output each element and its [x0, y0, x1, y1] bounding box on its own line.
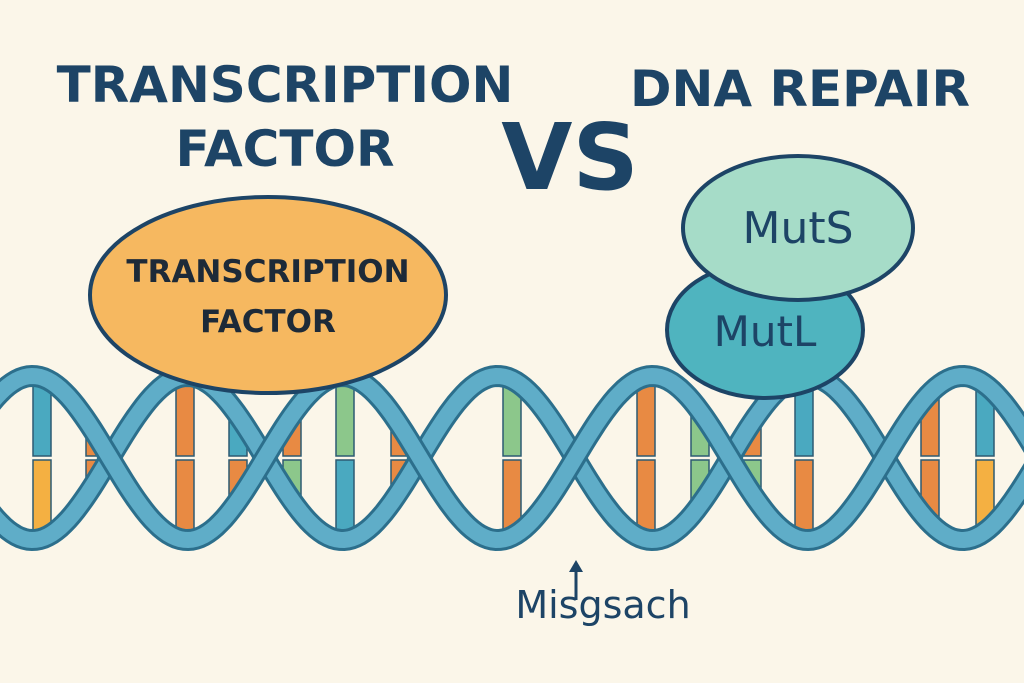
dna-strand-a	[0, 367, 1024, 549]
transcription-factor-label-line2: FACTOR	[200, 304, 336, 340]
mismatch-label: Misgsach	[515, 583, 691, 627]
dna-backbones	[0, 364, 1024, 552]
transcription-factor-label-line1: TRANSCRIPTION	[126, 254, 409, 290]
transcription-factor-protein: TRANSCRIPTION FACTOR	[88, 195, 448, 395]
dna-strand-b	[0, 367, 1024, 549]
transcription-factor-shape	[88, 195, 448, 395]
title-vs: VS	[501, 104, 639, 211]
mismatch-arrow-icon	[569, 560, 583, 600]
muts-shape	[681, 154, 915, 302]
mutl-label: MutL	[714, 307, 817, 356]
muts-label: MutS	[742, 203, 853, 254]
title-left-line1: TRANSCRIPTION	[56, 56, 514, 114]
title-dna-repair: DNA REPAIR	[630, 60, 970, 118]
title-left-line2: FACTOR	[175, 120, 395, 178]
muts-protein: MutS	[681, 154, 915, 302]
